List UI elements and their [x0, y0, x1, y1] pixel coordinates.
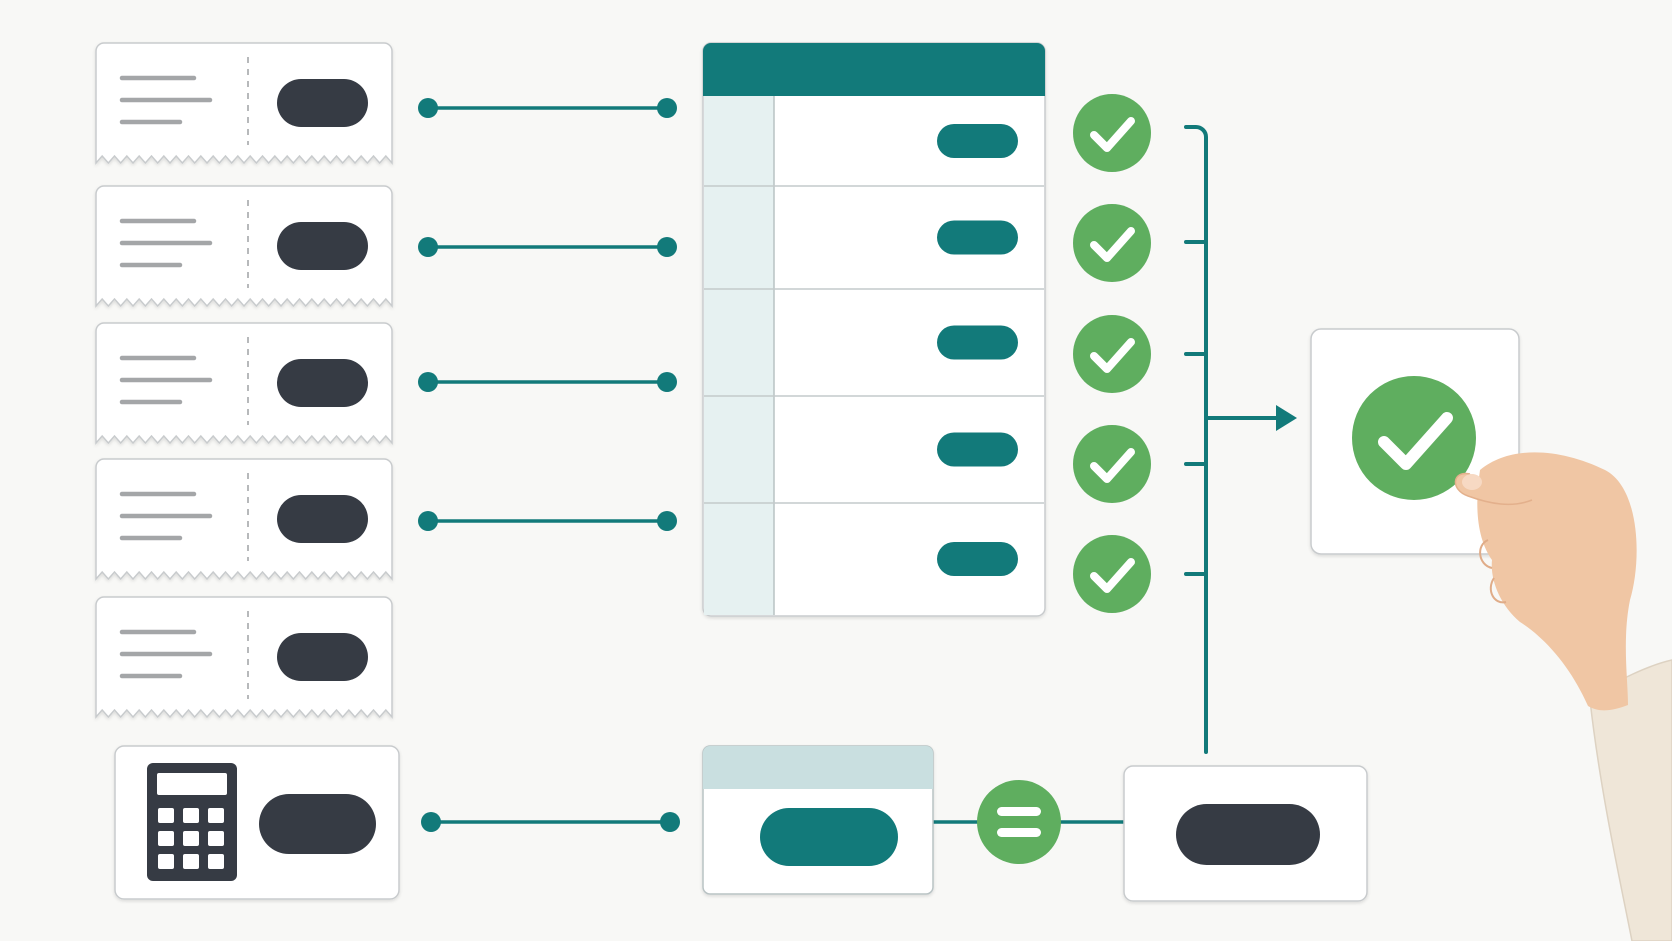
- check-mark: [1090, 558, 1135, 593]
- ledger-amount-pill: [937, 220, 1018, 255]
- verification-bracket: [1184, 125, 1297, 754]
- calculator-link-start: [421, 812, 441, 832]
- ledger-rows: [704, 124, 1044, 576]
- receipt-icon: [95, 185, 393, 308]
- bottom-connectors: [421, 812, 1124, 832]
- receipt-amount-pill: [277, 359, 368, 407]
- receipt-icon: [95, 596, 393, 719]
- calculator-key: [183, 831, 199, 846]
- receipt-link-start: [418, 511, 438, 531]
- calculator-key: [158, 854, 174, 869]
- check-circle: [1073, 425, 1151, 503]
- receipt-link-start: [418, 98, 438, 118]
- receipt-link: [418, 372, 677, 392]
- check-circle-icon: [1073, 315, 1151, 393]
- calculator-key: [208, 808, 224, 823]
- thumbnail: [1462, 474, 1482, 490]
- receipt-link: [418, 511, 677, 531]
- total-amount-pill: [760, 808, 898, 866]
- check-circle-icon: [1073, 204, 1151, 282]
- hand-icon: [1454, 452, 1672, 941]
- receipt-link-end: [657, 372, 677, 392]
- receipt-link: [418, 98, 677, 118]
- receipt-card: [95, 322, 393, 445]
- calculator-key: [183, 808, 199, 823]
- calculator-icon: [147, 763, 237, 881]
- check-circle: [1073, 94, 1151, 172]
- receipt-icon: [95, 322, 393, 445]
- hand-finger: [1479, 539, 1507, 604]
- calculator-key: [183, 854, 199, 869]
- check-mark: [1090, 448, 1135, 483]
- total-card: [702, 745, 934, 895]
- ledger-table: [702, 42, 1046, 617]
- receipt-amount-pill: [277, 633, 368, 681]
- calculator-key: [208, 831, 224, 846]
- receipt-card: [95, 596, 393, 719]
- check-circle-icon: [1352, 376, 1476, 500]
- receipt-stack: [95, 42, 393, 719]
- verification-checks: [1073, 94, 1151, 613]
- result-card: [1123, 765, 1368, 902]
- ledger-header: [703, 43, 1045, 96]
- receipt-link-start: [418, 237, 438, 257]
- arrow-right-icon: [1276, 405, 1297, 431]
- ledger-amount-pill: [937, 432, 1018, 467]
- receipt-connectors: [418, 98, 677, 531]
- receipt-amount-pill: [277, 222, 368, 270]
- calculator-amount-pill: [259, 794, 376, 854]
- check-circle-icon: [1073, 535, 1151, 613]
- bracket-ticks: [1184, 240, 1208, 576]
- equals-circle-icon: [977, 780, 1061, 864]
- receipt-card: [95, 458, 393, 581]
- receipt-link-end: [657, 511, 677, 531]
- receipt-link-end: [657, 98, 677, 118]
- receipt-card: [95, 42, 393, 165]
- receipt-amount-pill: [277, 79, 368, 127]
- hand-back: [1477, 452, 1637, 711]
- calculator-link-end: [660, 812, 680, 832]
- calculator-key: [158, 808, 174, 823]
- receipt-link-end: [657, 237, 677, 257]
- ledger-index-column: [704, 96, 774, 615]
- total-card-header: [703, 746, 933, 789]
- ledger-amount-pill: [937, 325, 1018, 360]
- calculator-key: [208, 854, 224, 869]
- ledger-amount-pill: [937, 542, 1018, 576]
- check-mark: [1090, 227, 1135, 262]
- check-circle-icon: [1073, 94, 1151, 172]
- result-amount-pill: [1176, 804, 1320, 865]
- receipt-icon: [95, 458, 393, 581]
- receipt-link: [418, 237, 677, 257]
- ledger-amount-pill: [937, 124, 1018, 158]
- check-mark: [1090, 117, 1135, 152]
- check-mark: [1090, 338, 1135, 373]
- receipt-icon: [95, 42, 393, 165]
- approval-card: [1310, 328, 1520, 555]
- bracket-top-curve: [1184, 125, 1208, 754]
- calculator-card: [114, 745, 400, 900]
- receipt-link-start: [418, 372, 438, 392]
- calculator-key: [158, 831, 174, 846]
- check-circle: [1073, 204, 1151, 282]
- check-circle: [1073, 535, 1151, 613]
- check-circle-icon: [1073, 425, 1151, 503]
- check-circle: [1073, 315, 1151, 393]
- receipt-card: [95, 185, 393, 308]
- receipt-amount-pill: [277, 495, 368, 543]
